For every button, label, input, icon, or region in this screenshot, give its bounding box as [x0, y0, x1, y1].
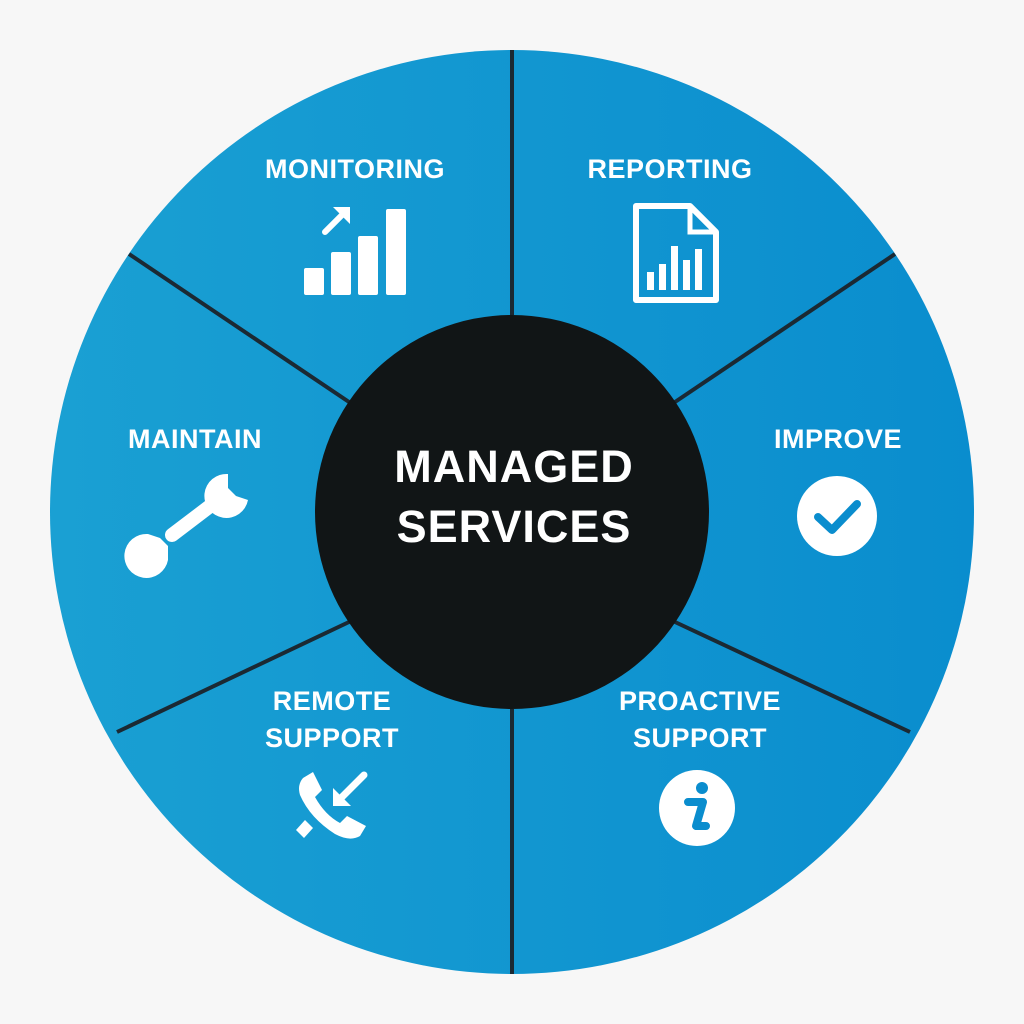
phone-incoming-icon [296, 771, 368, 839]
segment-label: MONITORING [265, 154, 445, 184]
segment-improve[interactable]: IMPROVE [774, 424, 902, 556]
segment-label: IMPROVE [774, 424, 902, 454]
center-title-line1: MANAGED [394, 441, 634, 492]
segment-reporting[interactable]: REPORTING [587, 154, 752, 303]
segment-label-line2: SUPPORT [633, 723, 767, 753]
wrench-icon [124, 473, 248, 578]
segment-label: REPORTING [587, 154, 752, 184]
segment-maintain[interactable]: MAINTAIN [124, 424, 262, 578]
segment-label-line1: PROACTIVE [619, 686, 781, 716]
segment-label: MAINTAIN [128, 424, 262, 454]
checkmark-circle-icon [797, 476, 877, 556]
info-icon [659, 770, 735, 846]
center-circle [315, 315, 709, 709]
center-title-line2: SERVICES [397, 501, 632, 552]
segment-monitoring[interactable]: MONITORING [265, 154, 445, 295]
report-document-icon [633, 203, 719, 303]
segment-label-line1: REMOTE [273, 686, 392, 716]
segment-remote-support[interactable]: REMOTE SUPPORT [265, 686, 399, 839]
segment-proactive-support[interactable]: PROACTIVE SUPPORT [619, 686, 781, 846]
segment-dividers [116, 50, 911, 974]
segment-label-line2: SUPPORT [265, 723, 399, 753]
bar-chart-up-icon [304, 207, 406, 295]
